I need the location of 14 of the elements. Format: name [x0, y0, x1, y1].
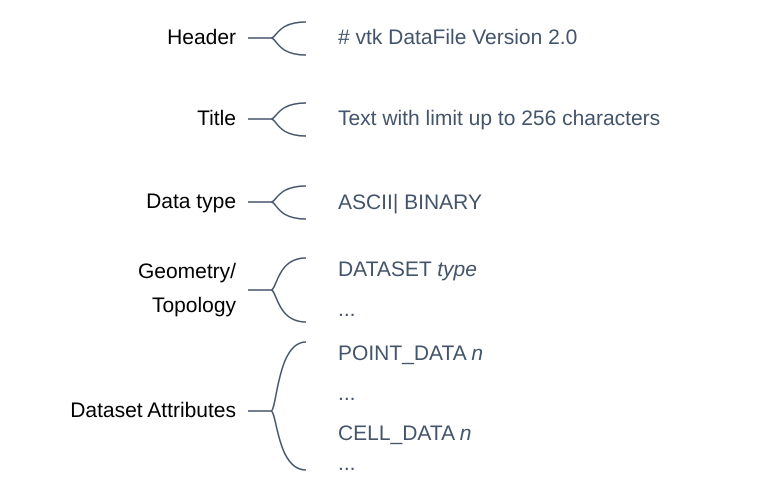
format-line: ASCII| BINARY [338, 190, 482, 216]
section-label: Geometry/ Topology [136, 259, 236, 319]
format-line: POINT_DATA n [338, 341, 484, 367]
format-line: ... [338, 381, 356, 407]
section-label: Data type [146, 189, 236, 215]
format-line: ... [338, 451, 356, 477]
format-line: # vtk DataFile Version 2.0 [338, 25, 578, 51]
format-line: ... [338, 297, 356, 323]
format-line: CELL_DATA n [338, 421, 472, 447]
section-label: Title [197, 106, 236, 132]
format-line: Text with limit up to 256 characters [338, 106, 660, 132]
section-label: Header [167, 25, 236, 51]
format-line: DATASET type [338, 257, 477, 283]
section-label: Dataset Attributes [70, 398, 236, 424]
